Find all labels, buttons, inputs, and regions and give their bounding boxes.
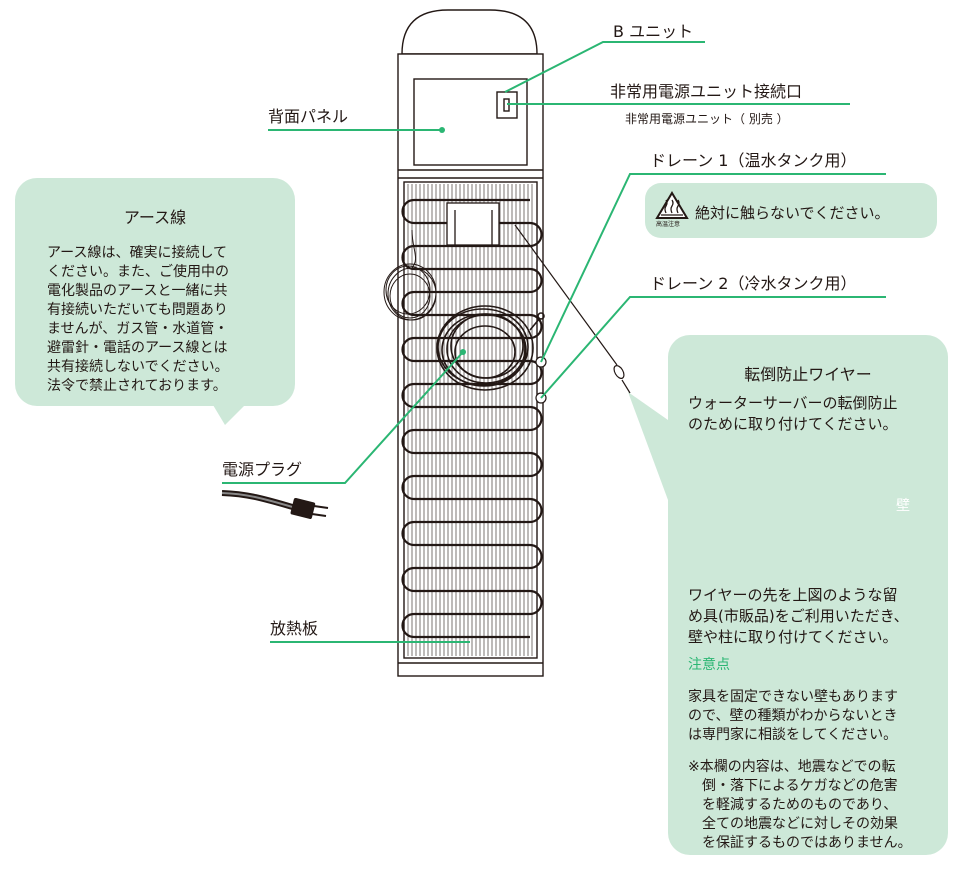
radiator-fins <box>407 184 533 656</box>
server-unit <box>397 9 544 677</box>
caution-text: 家具を固定できない壁もあります ので、壁の種類がわからないとき は専門家に相談を… <box>688 689 898 743</box>
anti-tip-wire <box>514 224 631 394</box>
compressor-bracket <box>446 202 500 246</box>
hot-warning-box: 高温注意 絶対に触らないでください。 <box>645 183 937 238</box>
earth-card-body: アース線は、確実に接続して ください。また、ご使用中の 電化製品のアースと一緒に… <box>47 245 229 394</box>
anti-tip-wire-card: 転倒防止ワイヤー ウォーターサーバーの転倒防止 のために取り付けてください。 ワ… <box>668 335 948 855</box>
wire-card-title: 転倒防止ワイヤー <box>744 365 872 384</box>
wire-card-tail <box>628 392 668 500</box>
hot-warning-icon-caption: 高温注意 <box>656 221 681 228</box>
caution-title: 注意点 <box>688 657 730 673</box>
earth-card-tail <box>210 400 250 425</box>
emergency-port-label: 非常用電源ユニット接続口 <box>610 82 803 101</box>
back-panel-label: 背面パネル <box>268 107 349 126</box>
drain2-label: ドレーン 2（冷水タンク用） <box>650 274 857 293</box>
drain2-leader <box>540 296 886 399</box>
b-unit-leader <box>504 41 705 93</box>
top-handle <box>401 9 538 55</box>
drain1-label: ドレーン 1（温水タンク用） <box>650 151 857 170</box>
wall-label: 壁 <box>896 498 910 514</box>
b-unit-label: B ユニット <box>613 22 694 41</box>
hot-warning-text: 絶対に触らないでください。 <box>695 204 890 222</box>
radiator-label: 放熱板 <box>270 619 319 638</box>
power-cord-coil <box>436 305 545 391</box>
earth-wire-coil <box>383 229 437 321</box>
power-plug <box>221 490 329 519</box>
callout-lines <box>222 41 886 643</box>
power-plug-leader <box>222 351 464 484</box>
drain1-leader <box>540 173 886 363</box>
radiator-coil <box>401 198 543 639</box>
hot-warning-icon <box>655 191 689 219</box>
power-plug-label: 電源プラグ <box>222 460 303 479</box>
radiator-area <box>403 181 538 659</box>
wire-card-intro: ウォーターサーバーの転倒防止 のために取り付けてください。 <box>688 394 898 433</box>
emergency-unit-label: 非常用電源ユニット（ 別売 ） <box>625 112 789 126</box>
earth-wire-card: アース線 アース線は、確実に接続して ください。また、ご使用中の 電化製品のアー… <box>15 178 295 406</box>
earth-card-title: アース線 <box>123 208 187 227</box>
disclaimer-note: ※本欄の内容は、地震などでの転 倒・落下によるケガなどの危害 を軽減するためのも… <box>688 759 912 851</box>
wire-install-text: ワイヤーの先を上図のような留 め具(市販品)をご利用いただき、 壁や柱に取り付け… <box>688 586 909 646</box>
